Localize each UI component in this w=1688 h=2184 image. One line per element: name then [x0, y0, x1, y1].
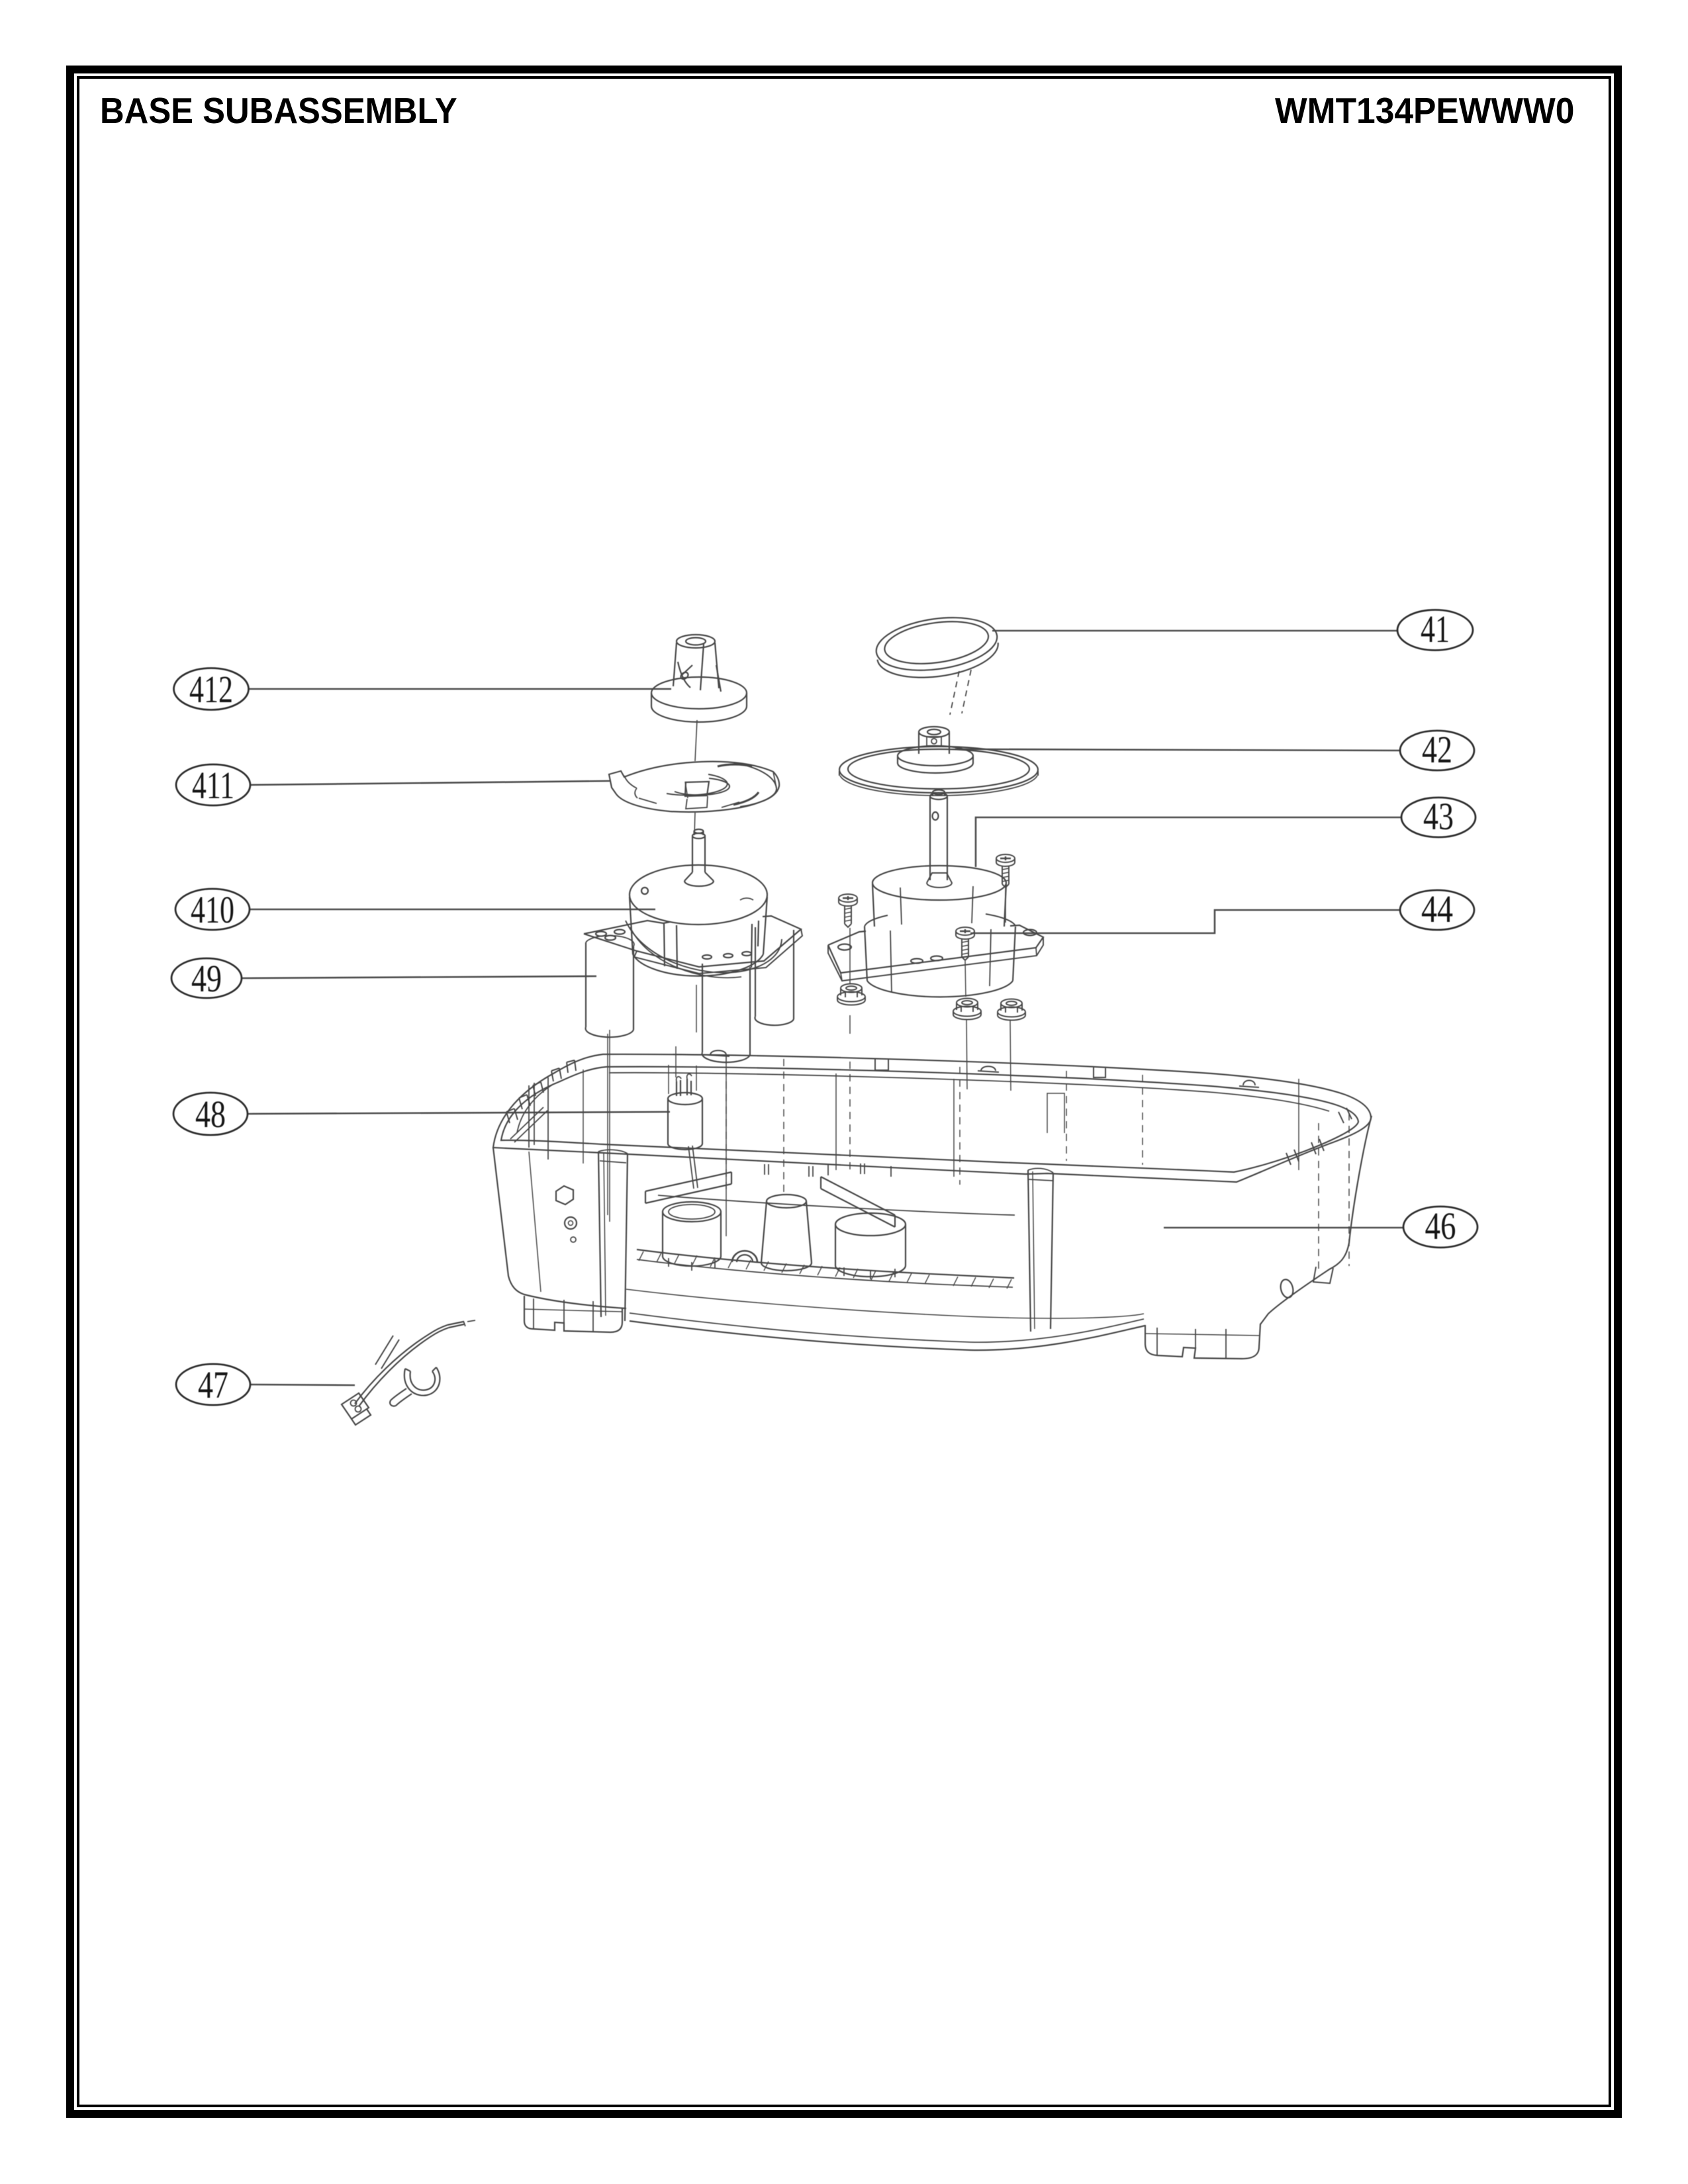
- svg-text:49: 49: [191, 957, 222, 1000]
- svg-text:41: 41: [1421, 608, 1450, 651]
- svg-text:412: 412: [189, 668, 233, 711]
- svg-text:42: 42: [1422, 728, 1452, 771]
- svg-text:48: 48: [195, 1093, 226, 1136]
- svg-text:47: 47: [198, 1363, 228, 1406]
- svg-text:44: 44: [1421, 887, 1453, 931]
- svg-text:43: 43: [1423, 795, 1454, 838]
- svg-text:410: 410: [191, 888, 234, 931]
- svg-text:411: 411: [192, 764, 234, 807]
- svg-text:46: 46: [1425, 1205, 1456, 1248]
